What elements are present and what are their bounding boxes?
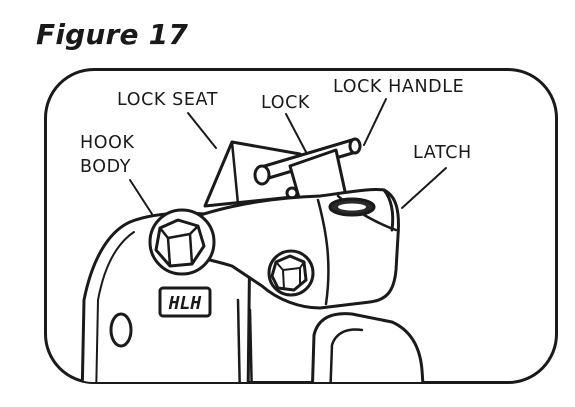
leader-lock-seat xyxy=(187,112,217,149)
leader-latch xyxy=(401,167,447,209)
lock-handle-end xyxy=(348,137,362,155)
hook-opening xyxy=(109,312,133,348)
latch-nose xyxy=(382,188,395,232)
label-lock-handle: LOCK HANDLE xyxy=(333,77,464,97)
label-lock-seat: LOCK SEAT xyxy=(117,90,218,110)
label-latch: LATCH xyxy=(413,143,472,163)
label-lock: LOCK xyxy=(261,93,310,113)
latch-housing xyxy=(158,187,400,310)
leader-lock-handle xyxy=(363,98,387,146)
label-body: BODY xyxy=(80,157,131,177)
figure-title: Figure 17 xyxy=(36,18,189,51)
label-hook: HOOK xyxy=(80,133,135,153)
illustration-frame xyxy=(44,68,558,384)
hlh-plate xyxy=(158,286,212,318)
leader-hook-body xyxy=(129,179,153,215)
lower-hook-part xyxy=(310,312,426,382)
leader-lock xyxy=(285,113,307,153)
hlh-logo: HLH xyxy=(168,293,202,314)
hook-body-edge xyxy=(95,231,135,382)
